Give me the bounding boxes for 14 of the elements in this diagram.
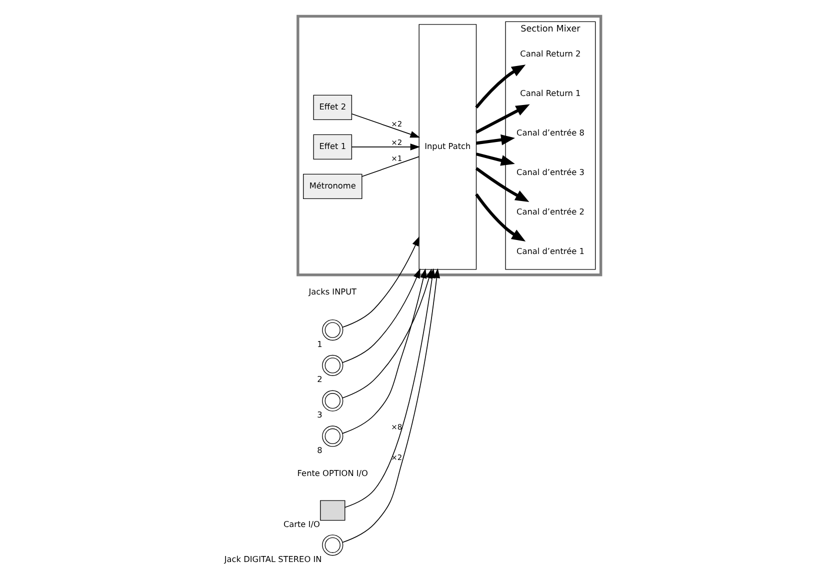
label: Fente OPTION I/O	[297, 468, 368, 478]
node-text: Canal d’entrée 1	[516, 246, 584, 256]
node-label: Jack DIGITAL STEREO IN	[224, 554, 322, 564]
node-text: Canal d’entrée 2	[516, 206, 584, 216]
node-label: 1	[317, 338, 322, 349]
node-label: 3	[317, 410, 322, 420]
node-text: Canal d’entrée 3	[516, 166, 584, 177]
node-text: Canal Return 2	[520, 48, 581, 58]
node-text: Canal Return 1	[520, 88, 581, 98]
node-label: 8	[317, 444, 322, 455]
node-label: 2	[317, 374, 322, 384]
node-label: Carte I/O	[283, 518, 320, 529]
label: Jacks INPUT	[308, 286, 357, 297]
node-text: Canal d’entrée 8	[516, 127, 584, 138]
